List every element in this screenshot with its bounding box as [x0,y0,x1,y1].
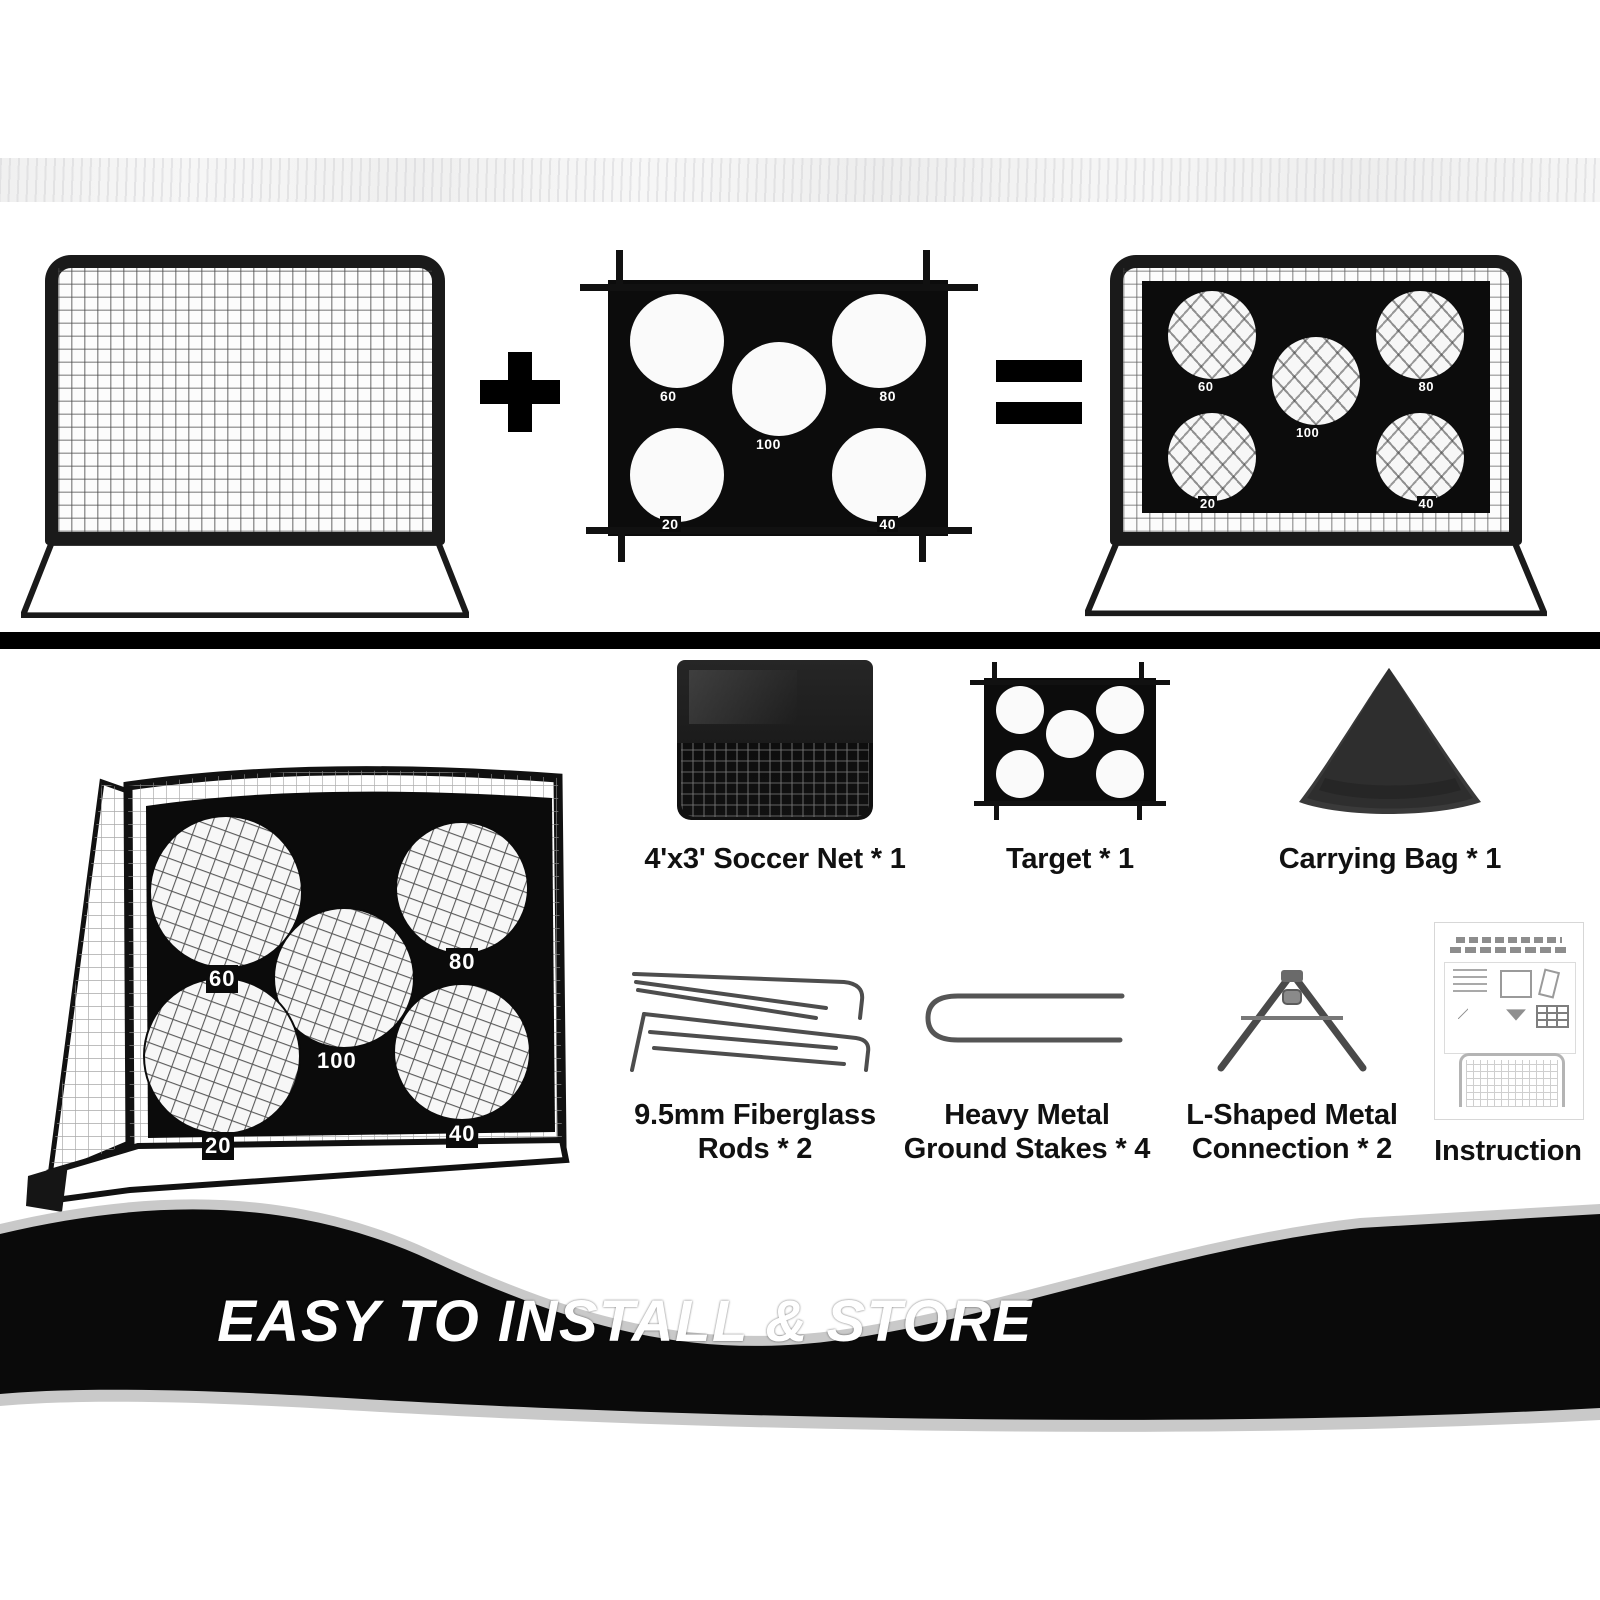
part-soccer-net-label: 4'x3' Soccer Net * 1 [644,843,906,875]
assembled-hole-20 [1168,413,1256,501]
target-score-100: 100 [754,436,783,452]
assembled-hole-80 [1376,291,1464,379]
equals-icon [996,360,1082,424]
target-score-80: 80 [877,388,898,404]
target-panel-illustration: 60 80 100 20 40 [580,250,978,562]
hero-score-80: 80 [446,948,479,976]
hero-score-20: 20 [202,1132,235,1160]
part-soccer-net: 4'x3' Soccer Net * 1 [610,660,940,876]
target-hole-20 [630,428,724,522]
plus-icon [480,352,560,432]
parts-list: 4'x3' Soccer Net * 1 Targ [600,660,1584,1220]
banner-headline: EASY TO INSTALL & STORE [217,1289,1033,1354]
part-stakes-label-line2: Ground Stakes * 4 [903,1133,1151,1166]
fiberglass-rods-icon [620,952,890,1082]
assembled-hole-60 [1168,291,1256,379]
part-ground-stakes: Heavy Metal Ground Stakes * 4 [882,952,1172,1166]
mini-target-panel [970,662,1170,820]
part-rods-label-line1: 9.5mm Fiberglass [634,1099,876,1131]
assembled-score-20: 20 [1198,496,1218,511]
ground-stakes-icon [912,952,1142,1082]
part-instruction-label: Instruction [1434,1135,1582,1167]
soccer-goal-illustration [21,255,469,619]
target-strap-top-left [616,250,623,284]
carrying-bag-icon [1285,660,1495,820]
assembled-score-100: 100 [1294,425,1322,440]
assembly-equation-row: 60 80 100 20 40 60 80 1 [0,240,1600,619]
assembled-score-60: 60 [1196,379,1216,394]
hero-product-illustration: 60 80 100 20 40 [10,720,610,1220]
hero-score-60: 60 [206,965,239,993]
top-texture-band [0,158,1600,202]
target-strap-bottom-left [618,532,625,562]
target-icon [970,660,1170,820]
target-strap-bar-top [580,284,978,291]
bottom-banner: EASY TO INSTALL & STORE [0,1180,1600,1440]
soccer-net-bag-icon [677,660,873,820]
assembled-goal-illustration: 60 80 100 20 40 [1085,255,1547,617]
part-l-connection: L-Shaped Metal Connection * 2 [1152,952,1432,1166]
target-hole-80 [832,294,926,388]
part-carrying-bag-label: Carrying Bag * 1 [1278,843,1502,875]
part-fiberglass-rods: 9.5mm Fiberglass Rods * 2 [600,952,910,1166]
assembled-hole-100 [1272,337,1360,425]
target-hole-100 [732,342,826,436]
assembled-score-40: 40 [1416,496,1436,511]
target-hole-40 [832,428,926,522]
target-score-20: 20 [660,516,681,532]
hero-score-100: 100 [314,1047,360,1075]
l-shaped-connection-icon [1187,952,1397,1082]
assembled-target-panel: 60 80 100 20 40 [1142,281,1490,513]
part-target: Target * 1 [930,660,1210,876]
target-strap-top-right [923,250,930,284]
goal-net-mesh [58,268,432,532]
part-rods-label-line2: Rods * 2 [697,1133,813,1166]
target-score-40: 40 [877,516,898,532]
assembled-goal-ground-base [1085,543,1547,619]
part-lconn-label-line2: Connection * 2 [1191,1133,1393,1166]
target-strap-bar-bottom [586,527,972,534]
target-hole-60 [630,294,724,388]
target-strap-bottom-right [919,532,926,562]
goal-ground-base [21,543,469,619]
target-score-60: 60 [658,388,679,404]
part-lconn-label-line1: L-Shaped Metal [1186,1099,1398,1131]
part-target-label: Target * 1 [1005,843,1134,875]
hero-score-40: 40 [446,1120,479,1148]
assembled-score-80: 80 [1416,379,1436,394]
section-divider [0,632,1600,649]
instruction-sheet-icon [1434,922,1584,1120]
part-stakes-label-line1: Heavy Metal [944,1099,1110,1131]
part-instruction: Instruction [1380,922,1600,1168]
assembled-hole-40 [1376,413,1464,501]
part-carrying-bag: Carrying Bag * 1 [1210,660,1570,876]
